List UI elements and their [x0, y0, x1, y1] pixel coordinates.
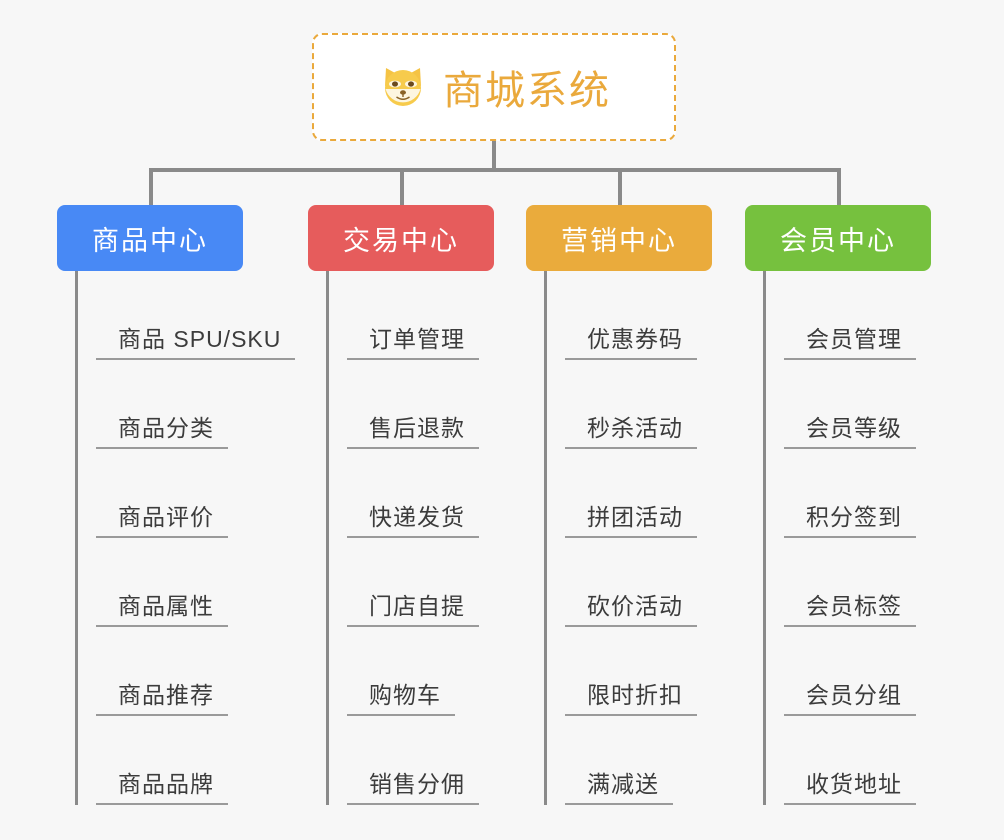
leaf-label: 购物车 [347, 682, 455, 716]
list-item[interactable]: 售后退款 [347, 360, 494, 449]
root-title: 商城系统 [443, 69, 611, 113]
list-item[interactable]: 商品属性 [96, 538, 243, 627]
leaf-label: 商品分类 [96, 415, 228, 449]
leaf-list-product-center: 商品 SPU/SKU 商品分类 商品评价 商品属性 商品推荐 商品品牌 [75, 271, 296, 805]
leaf-label: 会员管理 [784, 326, 916, 360]
list-item[interactable]: 门店自提 [347, 538, 494, 627]
leaf-list-trade-center: 订单管理 售后退款 快递发货 门店自提 购物车 销售分佣 [326, 271, 494, 805]
leaf-list-member-center: 会员管理 会员等级 积分签到 会员标签 会员分组 收货地址 [763, 271, 931, 805]
leaf-label: 优惠券码 [565, 326, 697, 360]
list-item[interactable]: 快递发货 [347, 449, 494, 538]
leaf-label: 商品属性 [96, 593, 228, 627]
list-item[interactable]: 商品评价 [96, 449, 243, 538]
connector-root-stem [492, 141, 496, 171]
leaf-label: 会员等级 [784, 415, 916, 449]
list-item[interactable]: 会员分组 [784, 627, 931, 716]
leaf-label: 订单管理 [347, 326, 479, 360]
leaf-label: 砍价活动 [565, 593, 697, 627]
category-column-trade-center: 交易中心 订单管理 售后退款 快递发货 门店自提 购物车 销售分佣 [308, 205, 494, 805]
list-item[interactable]: 销售分佣 [347, 716, 494, 805]
leaf-label: 满减送 [565, 771, 673, 805]
connector-drop-2 [400, 168, 404, 208]
leaf-list-marketing-center: 优惠券码 秒杀活动 拼团活动 砍价活动 限时折扣 满减送 [544, 271, 712, 805]
list-item[interactable]: 订单管理 [347, 271, 494, 360]
list-item[interactable]: 商品品牌 [96, 716, 243, 805]
list-item[interactable]: 会员等级 [784, 360, 931, 449]
list-item[interactable]: 会员标签 [784, 538, 931, 627]
leaf-label: 秒杀活动 [565, 415, 697, 449]
list-item[interactable]: 砍价活动 [565, 538, 712, 627]
list-item[interactable]: 会员管理 [784, 271, 931, 360]
category-column-member-center: 会员中心 会员管理 会员等级 积分签到 会员标签 会员分组 收货地址 [745, 205, 931, 805]
leaf-label: 会员分组 [784, 682, 916, 716]
category-column-product-center: 商品中心 商品 SPU/SKU 商品分类 商品评价 商品属性 商品推荐 商品品牌 [57, 205, 296, 805]
connector-drop-4 [837, 168, 841, 208]
list-item[interactable]: 优惠券码 [565, 271, 712, 360]
root-node[interactable]: 商城系统 [312, 33, 676, 141]
category-header-product-center[interactable]: 商品中心 [57, 205, 243, 271]
leaf-label: 积分签到 [784, 504, 916, 538]
leaf-label: 售后退款 [347, 415, 479, 449]
list-item[interactable]: 满减送 [565, 716, 712, 805]
list-item[interactable]: 收货地址 [784, 716, 931, 805]
list-item[interactable]: 拼团活动 [565, 449, 712, 538]
category-column-marketing-center: 营销中心 优惠券码 秒杀活动 拼团活动 砍价活动 限时折扣 满减送 [526, 205, 712, 805]
category-header-member-center[interactable]: 会员中心 [745, 205, 931, 271]
leaf-label: 限时折扣 [565, 682, 697, 716]
list-item[interactable]: 积分签到 [784, 449, 931, 538]
connector-horizontal-bus [151, 168, 839, 172]
category-label: 会员中心 [780, 225, 896, 256]
category-label: 交易中心 [343, 225, 459, 256]
leaf-label: 快递发货 [347, 504, 479, 538]
list-item[interactable]: 商品分类 [96, 360, 243, 449]
connector-drop-1 [149, 168, 153, 208]
list-item[interactable]: 限时折扣 [565, 627, 712, 716]
leaf-label: 销售分佣 [347, 771, 479, 805]
list-item[interactable]: 购物车 [347, 627, 494, 716]
leaf-label: 门店自提 [347, 593, 479, 627]
category-header-marketing-center[interactable]: 营销中心 [526, 205, 712, 271]
list-item[interactable]: 商品 SPU/SKU [96, 271, 296, 360]
leaf-label: 拼团活动 [565, 504, 697, 538]
leaf-label: 收货地址 [784, 771, 916, 805]
leaf-label: 商品 SPU/SKU [96, 326, 296, 360]
category-header-trade-center[interactable]: 交易中心 [308, 205, 494, 271]
leaf-label: 会员标签 [784, 593, 916, 627]
list-item[interactable]: 商品推荐 [96, 627, 243, 716]
leaf-label: 商品推荐 [96, 682, 228, 716]
category-label: 营销中心 [561, 225, 677, 256]
leaf-label: 商品品牌 [96, 771, 228, 805]
connector-drop-3 [618, 168, 622, 208]
leaf-label: 商品评价 [96, 504, 228, 538]
shiba-dog-face-icon [377, 61, 429, 113]
category-label: 商品中心 [92, 225, 208, 256]
list-item[interactable]: 秒杀活动 [565, 360, 712, 449]
